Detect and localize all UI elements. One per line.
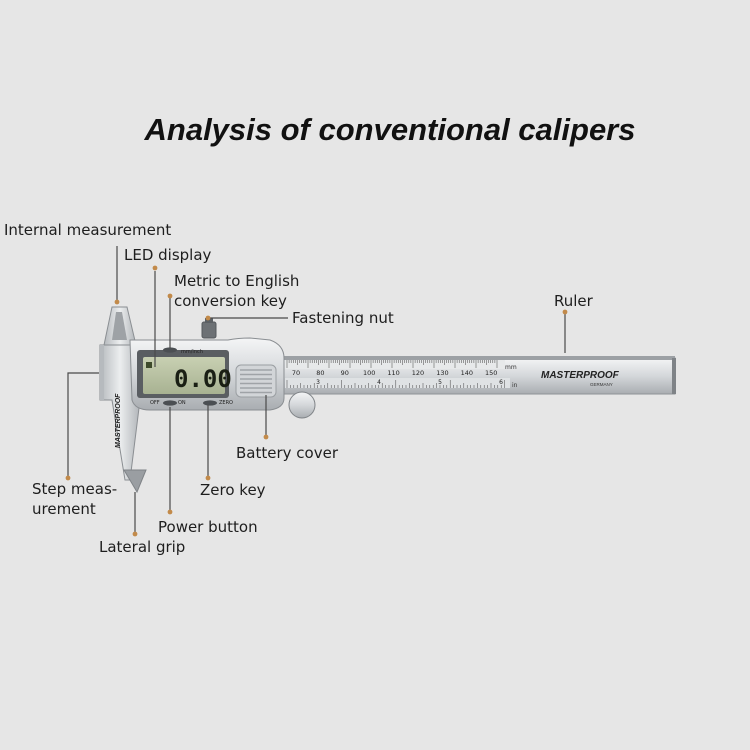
battery-cover-shape: [235, 364, 277, 398]
ruler-brand-sub: GERMANY: [590, 382, 613, 387]
label-fastening-nut: Fastening nut: [292, 309, 394, 327]
zero-text: ZERO: [219, 400, 233, 406]
lcd-screen: [143, 357, 225, 394]
label-step-measurement: Step meas- urement: [32, 480, 118, 518]
on-text: ON: [178, 400, 186, 406]
mm-unit-label: mm: [505, 364, 517, 371]
mm-scale-number: 120: [412, 369, 424, 377]
label-metric-english-key: Metric to English conversion key: [174, 272, 300, 310]
fastening-nut-shape: [201, 321, 217, 339]
inch-scale-numbers: 3 4 5 6: [316, 379, 503, 386]
jaw-brand: MASTERPROOF: [115, 393, 122, 448]
label-led-display: LED display: [124, 246, 212, 264]
inch-scale-number: 3: [316, 379, 320, 386]
label-battery-cover: Battery cover: [236, 444, 338, 462]
inch-scale-number: 6: [499, 379, 503, 386]
mm-scale-ticks: [286, 360, 498, 368]
mm-scale-number: 80: [316, 369, 324, 377]
thumb-wheel: [288, 391, 316, 419]
leader-dots: [65, 265, 568, 537]
mm-scale-number: 110: [387, 369, 399, 377]
unit-button-text: mm/inch: [181, 349, 203, 355]
lcd-reading: 0.00: [174, 365, 232, 393]
in-unit-label: in: [512, 382, 518, 389]
leader-lines: [67, 246, 566, 534]
inch-scale-ticks: [286, 380, 505, 388]
label-lateral-grip: Lateral grip: [99, 538, 186, 556]
label-internal-measurement: Internal measurement: [4, 221, 172, 239]
inch-scale-number: 5: [438, 379, 442, 386]
mm-scale-number: 140: [461, 369, 473, 377]
mm-scale-numbers: 70 80 90 100 110 120 130 140 150: [292, 369, 498, 377]
zero-button-shape: [203, 400, 217, 406]
off-text: OFF: [150, 400, 160, 406]
mm-scale-number: 100: [363, 369, 375, 377]
mm-scale-number: 150: [485, 369, 497, 377]
metric-english-button: [163, 347, 177, 353]
mm-scale-number: 130: [436, 369, 448, 377]
label-zero-key: Zero key: [200, 481, 266, 499]
mm-scale-number: 70: [292, 369, 300, 377]
power-button-shape: [163, 400, 177, 406]
ruler-brand: MASTERPROOF: [541, 370, 620, 381]
mm-scale-number: 90: [341, 369, 349, 377]
battery-cover-grill: [240, 369, 272, 394]
diagram-title: Analysis of conventional calipers: [144, 112, 636, 147]
label-power-button: Power button: [158, 518, 258, 536]
label-ruler: Ruler: [554, 292, 593, 310]
inch-scale-number: 4: [377, 379, 381, 386]
